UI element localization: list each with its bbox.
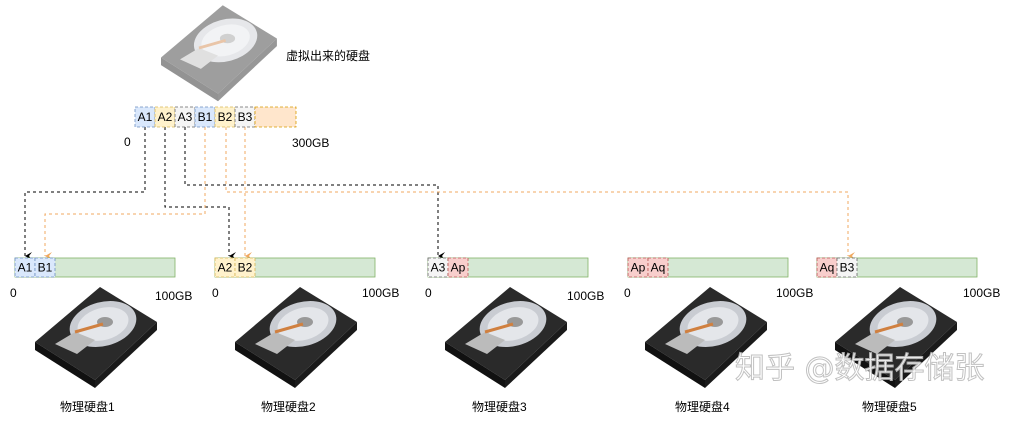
- disk3-name: 物理硬盘3: [472, 399, 527, 414]
- virtual-segment-a2: A2: [154, 106, 176, 128]
- physical-hard-drive-3-icon: [443, 285, 569, 390]
- disk2-start-label: 0: [212, 286, 219, 300]
- disk5-segment-b3-label: B3: [840, 261, 855, 275]
- disk5-segment-aq-label: Aq: [820, 261, 835, 275]
- virtual-disk-start-label: 0: [124, 135, 131, 149]
- disk1-segment-b1: B1: [34, 257, 56, 278]
- disk2-segment-a2: A2: [214, 257, 236, 278]
- disk4-segment-ap: Ap: [627, 257, 649, 278]
- disk2-segment-a2-label: A2: [218, 261, 233, 275]
- virtual-segment-b3: B3: [234, 106, 256, 128]
- virtual-segment-b2-label: B2: [218, 110, 233, 124]
- physical-hard-drive-2-icon: [233, 285, 359, 390]
- disk1-segment-b1-label: B1: [38, 261, 53, 275]
- disk1-segment-a1-label: A1: [18, 261, 33, 275]
- watermark: 知乎 @数据存储张: [735, 351, 985, 386]
- virtual-segment-a3: A3: [174, 106, 196, 128]
- disk3-segment-ap-box: [447, 257, 469, 278]
- disk5-segment-aq: Aq: [816, 257, 838, 278]
- arrow-a2: [164, 127, 236, 260]
- virtual-segment-a3-label: A3: [178, 110, 193, 124]
- disk4-segment-aq: Aq: [647, 257, 669, 278]
- disk2-end-label: 100GB: [362, 286, 399, 300]
- disk3-segment-ap: Ap: [447, 257, 469, 278]
- disk1-end-label: 100GB: [155, 289, 192, 303]
- arrow-a1: [24, 127, 146, 260]
- virtual-segment-b2: B2: [214, 106, 236, 128]
- disk3-segment-ap-label: Ap: [451, 261, 466, 275]
- disk4-segment-ap-label: Ap: [631, 261, 646, 275]
- disk4-segment-aq-label: Aq: [651, 261, 666, 275]
- virtual-disk-label: 虚拟出来的硬盘: [286, 48, 370, 63]
- disk4-segment-ap-box: [627, 257, 649, 278]
- arrow-b3: [225, 127, 855, 260]
- disk4-start-label: 0: [624, 286, 631, 300]
- physical-hard-drive-1-icon: [33, 285, 159, 390]
- disk3-end-label: 100GB: [567, 289, 604, 303]
- disk1-segment-b1-box: [34, 257, 56, 278]
- disk5-segment-aq-box: [816, 257, 838, 278]
- virtual-segment-a1: A1: [134, 106, 156, 128]
- disk5-name: 物理硬盘5: [862, 399, 917, 414]
- disk5-segment-b3: B3: [836, 257, 858, 278]
- virtual-segment-b1-label: B1: [198, 110, 213, 124]
- disk1-segment-a1: A1: [14, 257, 36, 278]
- virtual-segment-free-box: [254, 106, 297, 128]
- disk4-name: 物理硬盘4: [675, 399, 730, 414]
- disk3-start-label: 0: [425, 286, 432, 300]
- disk3-segment-a3: A3: [427, 257, 449, 278]
- virtual-segment-b3-label: B3: [238, 110, 253, 124]
- virtual-disk-end-label: 300GB: [292, 136, 329, 150]
- virtual-hard-drive-icon: [159, 3, 279, 103]
- disk4-end-label: 100GB: [776, 286, 813, 300]
- arrow-b1: [44, 127, 206, 260]
- disk1-name: 物理硬盘1: [60, 399, 115, 414]
- disk5-end-label: 100GB: [963, 286, 1000, 300]
- disk2-segment-a2-box: [214, 257, 236, 278]
- disk1-segment-a1-box: [14, 257, 36, 278]
- virtual-segment-free: [254, 106, 297, 128]
- disk5-segment-b3-box: [836, 257, 858, 278]
- disk2-name: 物理硬盘2: [261, 399, 316, 414]
- disk4-segment-aq-box: [647, 257, 669, 278]
- virtual-segment-b1: B1: [194, 106, 216, 128]
- disk1-start-label: 0: [10, 286, 17, 300]
- virtual-segment-a1-label: A1: [138, 110, 153, 124]
- disk3-segment-a3-box: [427, 257, 449, 278]
- disk2-segment-b2-label: B2: [238, 261, 253, 275]
- disk2-segment-b2-box: [234, 257, 256, 278]
- disk2-segment-b2: B2: [234, 257, 256, 278]
- disk3-segment-a3-label: A3: [431, 261, 446, 275]
- virtual-segment-a2-label: A2: [158, 110, 173, 124]
